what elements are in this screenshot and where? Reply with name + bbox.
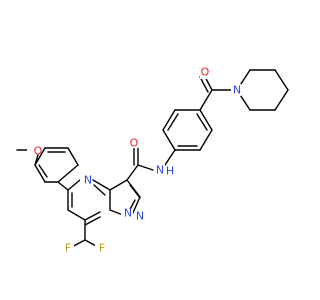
bond: [84, 211, 101, 221]
bond: [199, 89, 213, 111]
bond: [67, 179, 81, 191]
atom-label: O: [201, 66, 210, 79]
bond: [34, 154, 39, 166]
bond: [131, 196, 141, 216]
bond: [199, 129, 213, 151]
atom-label: N: [124, 207, 132, 220]
bond: [274, 89, 289, 111]
bond: [167, 113, 179, 131]
bond: [93, 184, 106, 196]
atom-label: F: [65, 242, 71, 255]
bond: [84, 216, 101, 226]
atom-label: F: [99, 242, 105, 255]
bond: [34, 164, 46, 183]
bond: [92, 179, 111, 191]
bond: [162, 129, 176, 151]
bond: [162, 109, 176, 131]
bond: [129, 184, 141, 199]
bond: [274, 69, 289, 91]
atom-label: N: [156, 164, 164, 177]
bond: [199, 76, 209, 93]
bond: [38, 164, 48, 178]
bond: [137, 164, 154, 171]
atom-label: O: [34, 145, 43, 158]
atom-label: N: [233, 84, 241, 97]
bond: [109, 209, 124, 216]
bonds: [16, 69, 289, 249]
bond: [109, 179, 128, 191]
bond: [57, 181, 69, 191]
atom-label: O: [130, 137, 139, 150]
bond: [126, 164, 139, 181]
bond: [199, 109, 213, 131]
bond: [57, 164, 79, 183]
molecule-structure: O N O N O N H N N F F: [16, 66, 289, 255]
atom-labels: O N O N O N H N N F F: [27, 66, 241, 255]
atom-label: N: [84, 174, 92, 187]
bond: [34, 147, 46, 166]
bond: [196, 113, 208, 131]
bond: [67, 147, 79, 166]
atom-label: N: [136, 210, 144, 223]
atom-label: H: [166, 165, 174, 178]
bond: [67, 209, 86, 221]
